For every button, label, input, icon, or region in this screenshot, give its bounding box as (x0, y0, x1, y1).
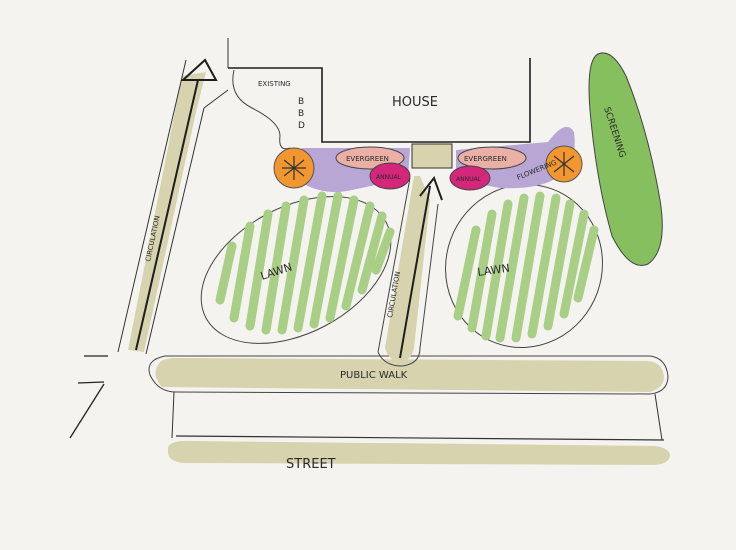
center-circulation-path (385, 176, 430, 362)
house-outline (228, 58, 531, 143)
right-lawn (445, 183, 603, 349)
edge-line-bottom (77, 381, 105, 384)
evergreen-left-label: EVERGREEN (346, 155, 389, 163)
edge-line-diagonal (69, 383, 105, 439)
right-evergreen-shrub (457, 146, 527, 170)
arrow-icon (419, 175, 443, 201)
street-band (168, 440, 670, 465)
street-edge-line (175, 435, 665, 441)
street-label: STREET (286, 457, 336, 472)
bed-letter-d: D (298, 121, 305, 131)
screening-hedge (588, 52, 663, 266)
annual-left-label: ANNUAL (376, 174, 402, 181)
right-annual-bed (449, 165, 491, 191)
public-walk-band (155, 358, 665, 392)
lawn-right-label: LAWN (477, 262, 511, 279)
left-annual-bed (369, 162, 411, 190)
left-lawn (200, 191, 395, 344)
house-label: HOUSE (392, 95, 438, 110)
arrow-icon (180, 58, 218, 81)
center-circulation-arrow-shaft (399, 185, 431, 359)
public-walk-label: PUBLIC WALK (340, 370, 408, 381)
annual-right-label: ANNUAL (456, 176, 482, 183)
existing-bed-outline (232, 69, 291, 150)
walk-to-street-left (171, 391, 175, 439)
bed-letter-b2: B (298, 109, 304, 119)
tree-symbol-icon (553, 152, 575, 176)
walk-to-street-right (654, 393, 663, 441)
tree-symbol-icon (282, 156, 306, 180)
left-circulation-outline (117, 59, 229, 355)
left-circulation-arrow-shaft (135, 79, 199, 351)
bed-letter-b1: B (298, 97, 304, 107)
evergreen-right-label: EVERGREEN (464, 155, 507, 163)
front-stoop (411, 143, 453, 169)
center-circulation-outline (377, 177, 439, 367)
existing-bed-label: EXISTING (258, 80, 291, 88)
public-walk-outline (148, 355, 669, 395)
